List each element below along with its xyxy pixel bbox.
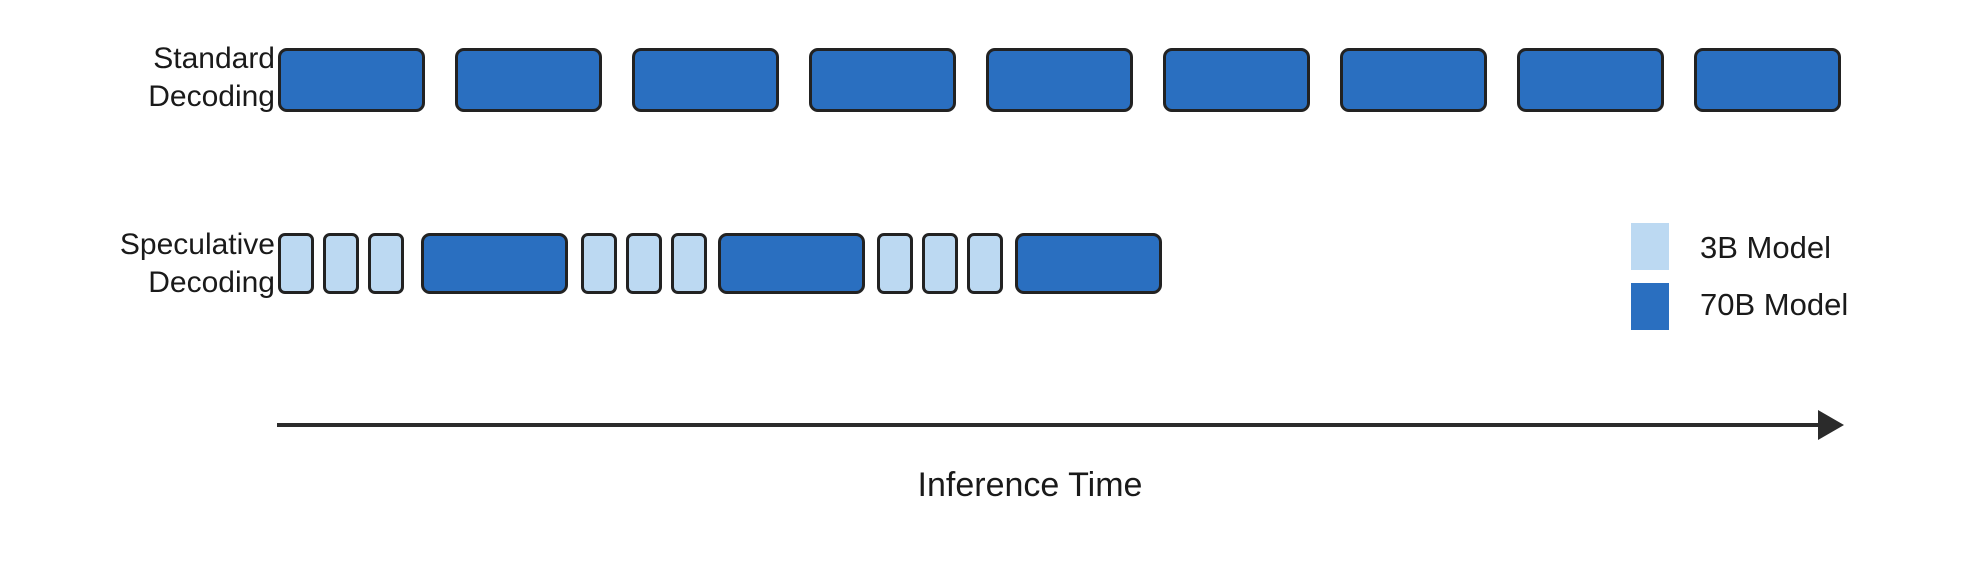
standard-decoding-row-label: Standard Decoding [0,40,275,116]
decoding-block-70b [718,233,865,294]
legend-label-70b-model: 70B Model [1700,287,1849,322]
speculative-decoding-row-label: Speculative Decoding [0,226,275,302]
decoding-block-3b [967,233,1003,294]
legend-swatch-70b-model [1631,283,1669,330]
inference-time-axis-caption: Inference Time [917,466,1143,504]
decoding-block-70b [1517,48,1664,112]
speculative-decoding-label-line2: Decoding [148,266,275,299]
decoding-block-70b [1694,48,1841,112]
decoding-block-70b [278,48,425,112]
decoding-block-3b [877,233,913,294]
decoding-block-3b [671,233,707,294]
decoding-block-70b [986,48,1133,112]
decoding-block-70b [1015,233,1162,294]
decoding-block-70b [1163,48,1310,112]
decoding-block-70b [1340,48,1487,112]
standard-decoding-label-line1: Standard [153,42,275,75]
speculative-decoding-label-line1: Speculative [119,228,275,261]
decoding-block-3b [278,233,314,294]
legend-label-3b-model: 3B Model [1700,230,1831,265]
decoding-block-3b [922,233,958,294]
inference-time-arrow-icon [1818,410,1844,440]
decoding-block-3b [581,233,617,294]
decoding-block-70b [809,48,956,112]
inference-time-axis-line [277,423,1822,427]
standard-decoding-label-line2: Decoding [148,80,275,113]
decoding-block-3b [626,233,662,294]
decoding-block-3b [368,233,404,294]
decoding-block-70b [421,233,568,294]
decoding-block-3b [323,233,359,294]
decoding-block-70b [632,48,779,112]
legend-swatch-3b-model [1631,223,1669,270]
decoding-block-70b [455,48,602,112]
